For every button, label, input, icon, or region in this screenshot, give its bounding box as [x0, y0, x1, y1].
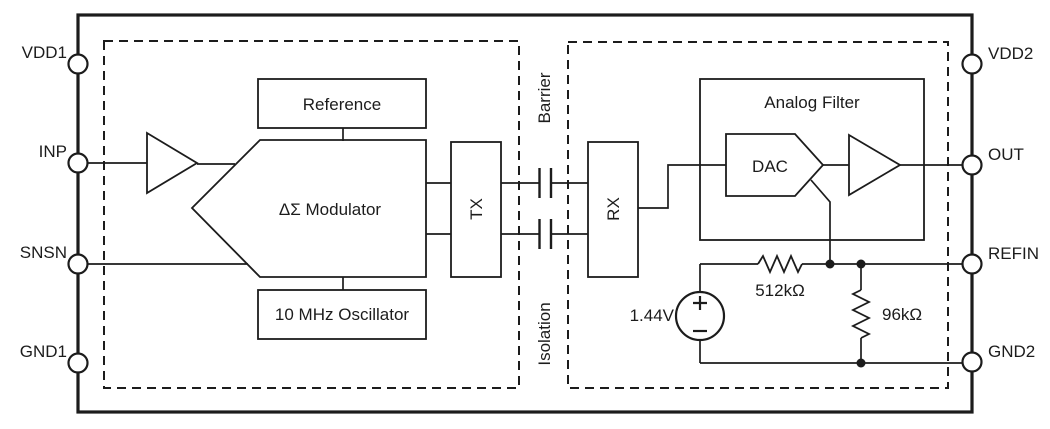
low-side-boundary	[567, 41, 949, 389]
pin-gnd2-terminal	[961, 351, 983, 373]
voltage-source-label: 1.44V	[630, 306, 675, 325]
pin-gnd1-terminal	[67, 352, 89, 374]
high-side-boundary	[103, 40, 520, 389]
pin-out-label: OUT	[988, 145, 1024, 164]
analog-filter-label: Analog Filter	[764, 93, 860, 112]
oscillator-label: 10 MHz Oscillator	[275, 305, 409, 324]
pin-vdd1-label: VDD1	[22, 43, 67, 62]
tx-block	[450, 141, 502, 278]
shunt-resistor-label: 96kΩ	[882, 305, 922, 324]
oscillator-block	[257, 289, 427, 340]
isolation-capacitor-bottom	[538, 219, 553, 249]
junction-dot	[856, 358, 866, 368]
dac-label: DAC	[752, 157, 788, 176]
pin-vdd2-terminal	[961, 53, 983, 75]
barrier-label: Barrier	[535, 72, 554, 123]
junction-dot	[856, 259, 866, 269]
series-resistor	[757, 253, 803, 275]
pin-vdd2-label: VDD2	[988, 44, 1033, 63]
reference-block	[257, 78, 427, 129]
rx-label: RX	[604, 197, 623, 221]
junction-dot	[825, 259, 835, 269]
pin-vdd1-terminal	[67, 53, 89, 75]
modulator-block	[190, 139, 427, 278]
pin-inp-label: INP	[39, 142, 67, 161]
pin-gnd1-label: GND1	[20, 342, 67, 361]
pin-inp-terminal	[67, 152, 89, 174]
pin-refin-terminal	[961, 253, 983, 275]
plus-icon	[693, 296, 707, 310]
pin-refin-label: REFIN	[988, 244, 1039, 263]
dac-feedback-wire	[810, 179, 831, 264]
pin-out-terminal	[961, 154, 983, 176]
isolation-capacitor-top	[538, 168, 553, 198]
dac-block	[725, 133, 825, 197]
pin-snsn-label: SNSN	[20, 243, 67, 262]
voltage-source-circle	[674, 290, 726, 342]
pin-gnd2-label: GND2	[988, 342, 1035, 361]
series-resistor-label: 512kΩ	[755, 281, 805, 300]
rx-block	[587, 141, 639, 278]
reference-label: Reference	[303, 95, 381, 114]
voltage-source	[674, 290, 726, 342]
rx-to-dac-wire	[638, 164, 726, 209]
pin-snsn-terminal	[67, 253, 89, 275]
shunt-resistor	[850, 289, 872, 339]
isolation-label: Isolation	[535, 302, 554, 365]
modulator-label: ΔΣ Modulator	[279, 200, 382, 219]
tx-label: TX	[467, 198, 486, 220]
